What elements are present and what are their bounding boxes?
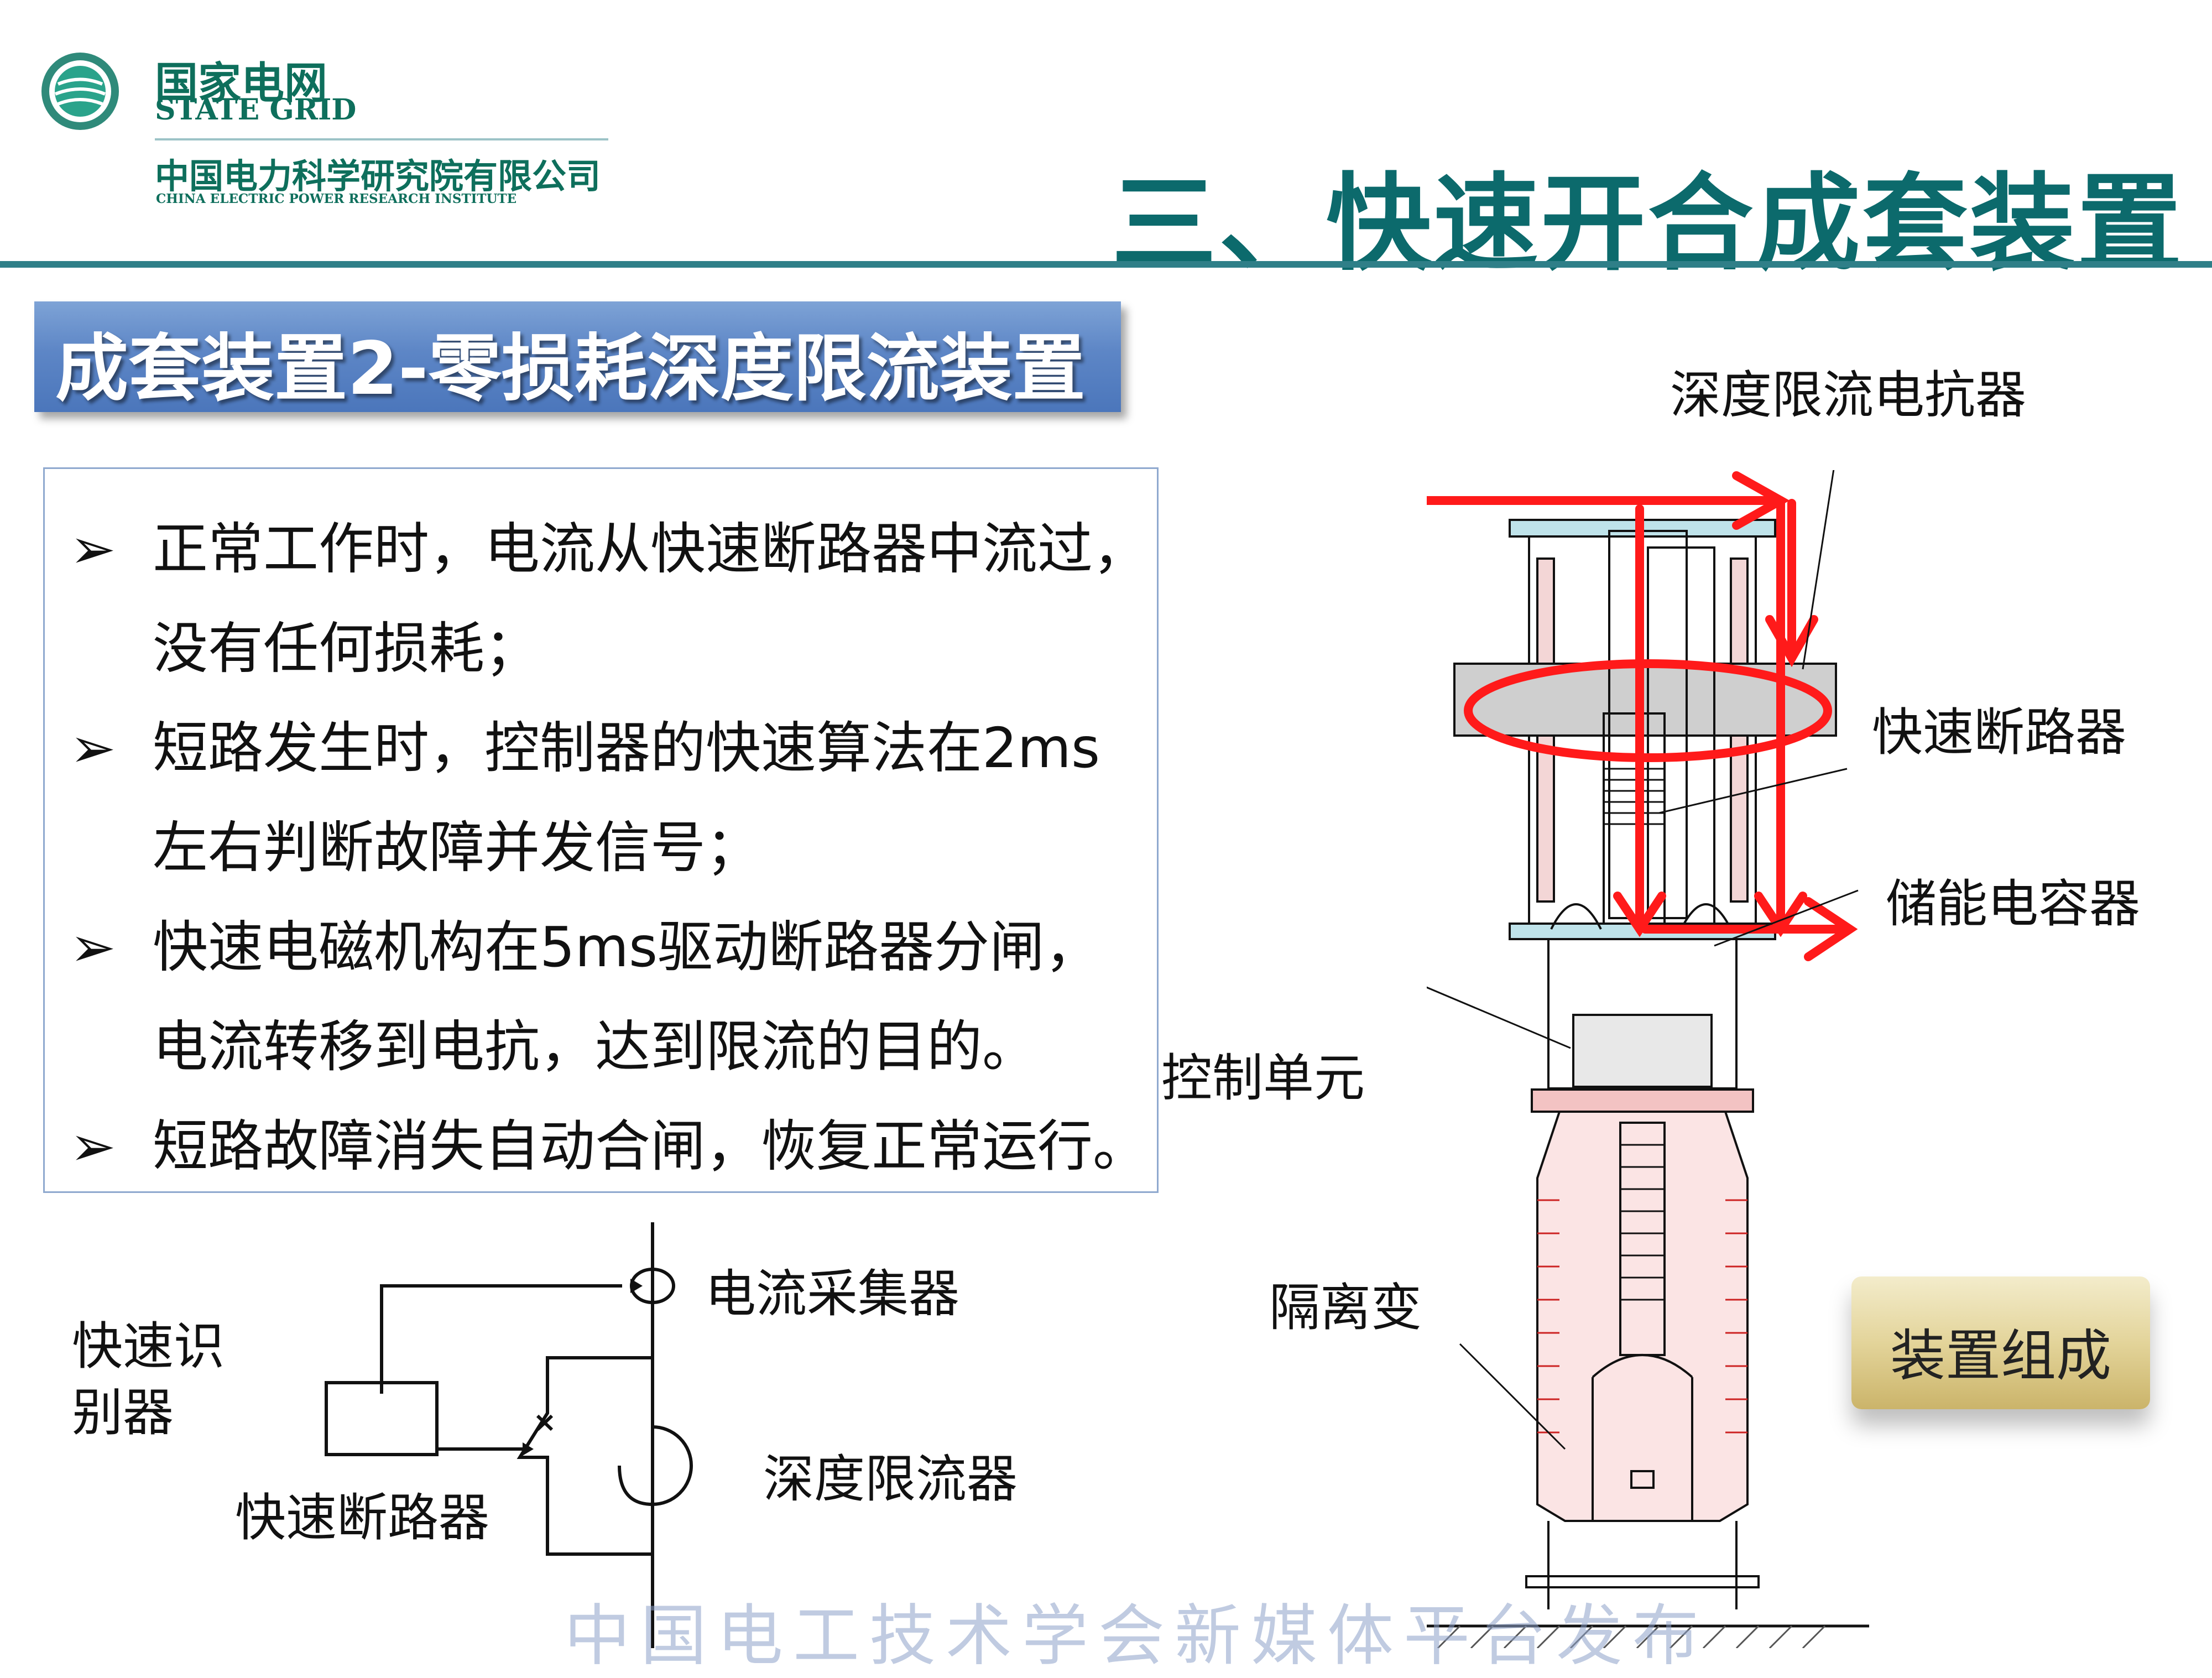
device-composition-badge[interactable] <box>1851 1276 2150 1409</box>
watermark: 中国电工技术学会新媒体平台发布 <box>564 1598 1709 1675</box>
logo-en-text: STATE GRID <box>155 93 357 127</box>
breaker-core <box>1603 712 1666 925</box>
fast-identifier-label: 快速识别器 <box>72 1317 225 1442</box>
section-title: 成套装置2-零损耗深度限流装置 <box>55 326 1086 411</box>
title-rule <box>0 261 2212 268</box>
fast-identifier-box <box>325 1381 439 1456</box>
leader-control <box>1427 986 1571 1049</box>
insulator-sheds <box>1537 1199 1747 1434</box>
bullet-box: ➢ 正常工作时，电流从快速断路器中流过，没有任何损耗； ➢ 短路发生时，控制器的… <box>43 467 1159 1193</box>
section-title-bar <box>34 301 1121 412</box>
breaker-branch <box>517 1356 653 1556</box>
bullet-text: 快速电磁机构在5ms驱动断路器分闸，电流转移到电抗，达到限流的目的。 <box>153 915 1100 1079</box>
fast-breaker-device-label: 快速断路器 <box>1872 703 2127 762</box>
leader-capacitor <box>1714 889 1859 947</box>
device-drawing <box>1427 470 1869 1648</box>
reactor-label: 深度限流电抗器 <box>1670 366 2027 425</box>
leader-isolation <box>1459 1343 1566 1450</box>
bullet-text: 短路故障消失自动合闸，恢复正常运行。 <box>153 1114 1148 1179</box>
bullet-arrow-icon: ➢ <box>70 915 116 979</box>
logo-divider <box>155 138 608 140</box>
bullet-text: 短路发生时，控制器的快速算法在2ms左右判断故障并发信号； <box>153 716 1100 880</box>
isolation-transformer-label: 隔离变 <box>1269 1278 1422 1337</box>
institute-en-text: CHINA ELECTRIC POWER RESEARCH INSTITUTE <box>156 191 517 206</box>
circuit-schematic <box>325 1222 693 1648</box>
bullet-text: 正常工作时，电流从快速断路器中流过，没有任何损耗； <box>153 517 1148 681</box>
logo-cn-text: 国家电网 <box>155 59 328 108</box>
institute-cn-text: 中国电力科学研究院有限公司 <box>155 156 601 196</box>
current-collector-label: 电流采集器 <box>705 1264 960 1323</box>
current-path-arrows <box>1427 471 1858 961</box>
list-item: ➢ 正常工作时，电流从快速断路器中流过，没有任何损耗； <box>70 499 1148 699</box>
breaker-highlight-ellipse <box>1464 659 1832 762</box>
current-limiter-label: 深度限流器 <box>763 1450 1018 1509</box>
collector-signal-line <box>380 1284 622 1394</box>
control-unit-box <box>1572 1014 1713 1088</box>
device-composition-label[interactable]: 装置组成 <box>1890 1323 2111 1388</box>
list-item: ➢ 短路发生时，控制器的快速算法在2ms左右判断故障并发信号； <box>70 699 1148 898</box>
list-item: ➢ 快速电磁机构在5ms驱动断路器分闸，电流转移到电抗，达到限流的目的。 <box>70 898 1148 1097</box>
leader-breaker <box>1658 768 1848 814</box>
list-item: ➢ 短路故障消失自动合闸，恢复正常运行。 <box>70 1097 1148 1196</box>
leader-reactor <box>1802 470 1835 670</box>
limiter-symbol <box>652 1425 693 1506</box>
bullet-arrow-icon: ➢ <box>70 1114 116 1179</box>
fast-breaker-label: 快速断路器 <box>235 1488 490 1547</box>
control-unit-label: 控制单元 <box>1161 1049 1365 1108</box>
bullet-arrow-icon: ➢ <box>70 716 116 780</box>
state-grid-logo <box>39 50 122 133</box>
capacitor-label: 储能电容器 <box>1886 874 2141 934</box>
bullet-arrow-icon: ➢ <box>70 517 116 581</box>
